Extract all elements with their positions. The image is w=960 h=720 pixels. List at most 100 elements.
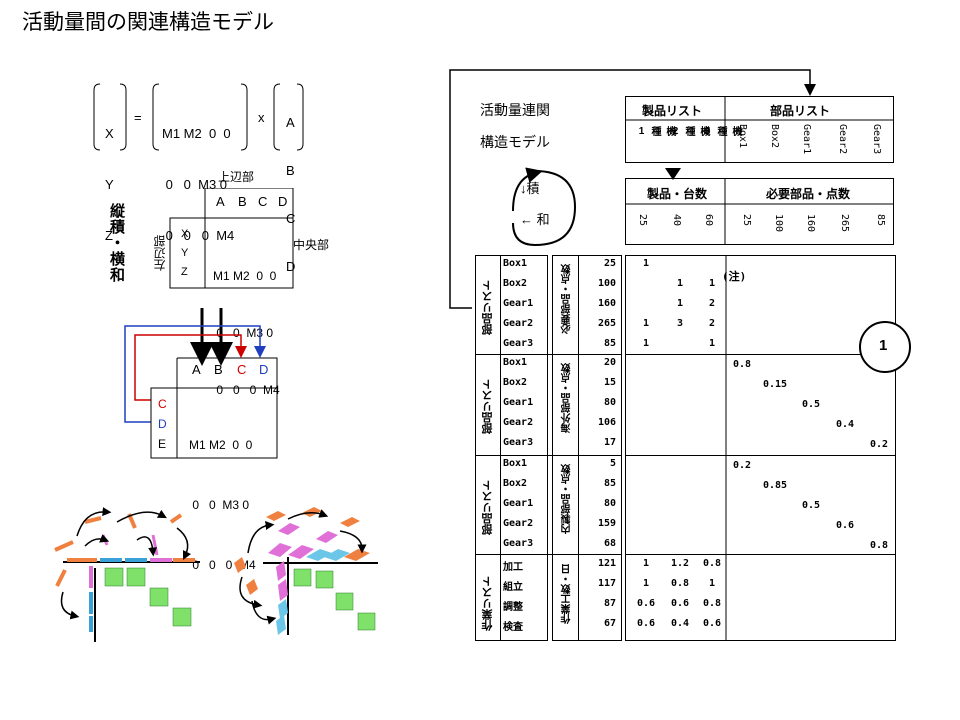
header-parts-count: 必要部品・点数 (766, 187, 851, 201)
row-value: 121 (597, 558, 616, 569)
block-left-label: 部品リスト (482, 379, 494, 434)
row-name: Gear1 (503, 498, 534, 509)
lhs-vector: X Y Z (105, 91, 119, 278)
col-c: C (258, 194, 268, 209)
row-d: D (158, 417, 167, 431)
matrix-cell: 1 (676, 278, 684, 289)
row-name: Gear2 (503, 518, 534, 529)
col-a: A (192, 362, 201, 377)
feedback-arrow (449, 69, 816, 309)
rhs-d: D (286, 259, 296, 274)
left-sum-label: ← 和 (520, 212, 550, 227)
row-name: Box2 (503, 377, 528, 388)
part-header: Box1 (737, 124, 748, 149)
col-b: B (238, 194, 247, 209)
row-name: Box1 (503, 258, 528, 269)
grid1-lines (169, 188, 294, 289)
row-name: 加工 (503, 562, 523, 573)
row-value: 5 (609, 458, 616, 469)
matrix-cell: 1 (642, 558, 650, 569)
matrix-cell: 1 (708, 278, 716, 289)
part-header: Gear1 (801, 124, 812, 155)
rhs-b: B (286, 163, 295, 178)
lhs-x: X (105, 126, 114, 141)
model-1: 機種1 (636, 126, 675, 137)
matrix-cell: 1 (708, 578, 716, 589)
row-z: Z (181, 266, 188, 278)
row-e: E (158, 437, 167, 451)
diag-cell: 0.85 (763, 480, 788, 491)
matrix-equation: X Y Z = M1 M2 0 0 0 0 M3 0 0 0 0 M4 x A … (92, 80, 307, 274)
diag-cell: 0.5 (802, 399, 821, 410)
row-name: Gear2 (503, 417, 534, 428)
diag-cell: 0.2 (733, 460, 752, 471)
row-c: C (158, 397, 167, 411)
grid-row: M1 M2 0 0 (189, 438, 253, 452)
matrix-cell: 1 (676, 298, 684, 309)
diag-cell: 0.5 (802, 500, 821, 511)
block-measure-label: 内製部品・点数 (562, 464, 573, 534)
main-grid-frame (475, 255, 896, 641)
block-left-label: 部品リスト (482, 280, 494, 335)
model-label-1: 活動量連関 (480, 102, 550, 118)
cycle-icon (512, 167, 577, 247)
row-name: Box1 (503, 458, 528, 469)
diag-cell: 0.8 (870, 540, 889, 551)
row-value: 85 (603, 478, 616, 489)
grid-row: 0 0 M3 0 (189, 498, 250, 512)
col-c: C (237, 362, 247, 377)
diag-cell: 0.6 (836, 520, 855, 531)
down-arrow-icon (665, 168, 681, 180)
row-value: 87 (603, 598, 616, 609)
row-value: 100 (597, 278, 616, 289)
matrix-cell: 3 (676, 318, 684, 329)
row-value: 160 (597, 298, 616, 309)
row-value: 25 (603, 258, 616, 269)
matrix-cell: 1 (642, 578, 650, 589)
side-label: 縦積・横和 (108, 203, 125, 283)
row-name: Gear1 (503, 298, 534, 309)
part-header: Gear3 (871, 124, 882, 155)
grid1-cells: M1 M2 0 0 0 0 M3 0 0 0 0 M4 (213, 229, 280, 419)
diag-cell: 0.2 (870, 439, 889, 450)
matrix-cell: 0.6 (702, 618, 722, 629)
matrix-cell: 0.6 (636, 618, 656, 629)
row-value: 117 (597, 578, 616, 589)
count-value: 40 (671, 214, 682, 227)
diag-cell: 0.8 (733, 359, 752, 370)
count-value: 85 (875, 214, 886, 227)
row-name: Box2 (503, 478, 528, 489)
row-value: 265 (597, 318, 616, 329)
row-name: Gear1 (503, 397, 534, 408)
row-value: 68 (603, 538, 616, 549)
col-d: D (259, 362, 269, 377)
flow-diagram-right (234, 507, 378, 635)
matrix-cell: 1.2 (670, 558, 690, 569)
model-3: 機種3 (702, 126, 741, 137)
grid1-row-headers: X Y Z (181, 225, 188, 282)
row-name: 検査 (503, 622, 523, 633)
count-value: 60 (703, 214, 714, 227)
block-measure-label: 必要部品・点数 (562, 264, 573, 334)
row-x: X (181, 228, 189, 240)
row-value: 80 (603, 397, 616, 408)
block-measure-label: 海外部品・点数 (562, 363, 573, 433)
matrix-cell: 2 (708, 318, 716, 329)
grid2-arrows (124, 308, 278, 459)
row-name: Box2 (503, 278, 528, 289)
matrix-cell: 0.6 (670, 598, 690, 609)
row-value: 85 (603, 338, 616, 349)
matrix-cell: 1 (642, 258, 650, 269)
matrix-cell: 0.8 (702, 558, 722, 569)
header-table-models (625, 96, 894, 163)
header-product-list: 製品リスト (642, 104, 703, 118)
flow-diagram-left (54, 507, 200, 642)
row-name: 調整 (503, 602, 523, 613)
count-value: 25 (741, 214, 752, 227)
header-parts-list: 部品リスト (770, 104, 831, 118)
count-value: 100 (773, 214, 784, 233)
matrix-cell: 1 (708, 338, 716, 349)
diag-cell: 0.4 (836, 419, 855, 430)
row-value: 106 (597, 417, 616, 428)
